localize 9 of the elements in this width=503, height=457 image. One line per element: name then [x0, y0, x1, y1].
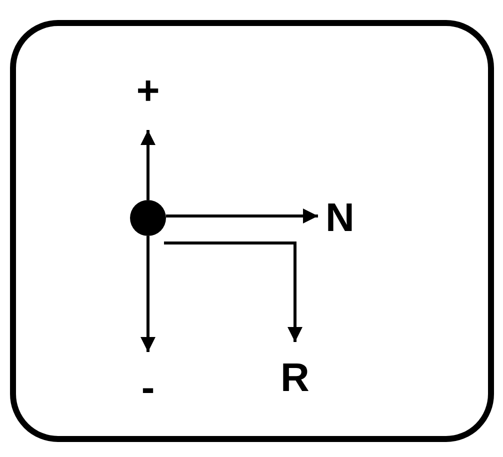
- position-label: +: [125, 52, 171, 130]
- arrow: [164, 242, 302, 342]
- arrow: [166, 208, 318, 224]
- position-label: -: [125, 352, 171, 424]
- arrow: [140, 130, 156, 200]
- dot: [130, 200, 166, 236]
- position-label: N: [318, 196, 362, 240]
- position-label: R: [272, 342, 318, 414]
- arrow: [140, 236, 156, 352]
